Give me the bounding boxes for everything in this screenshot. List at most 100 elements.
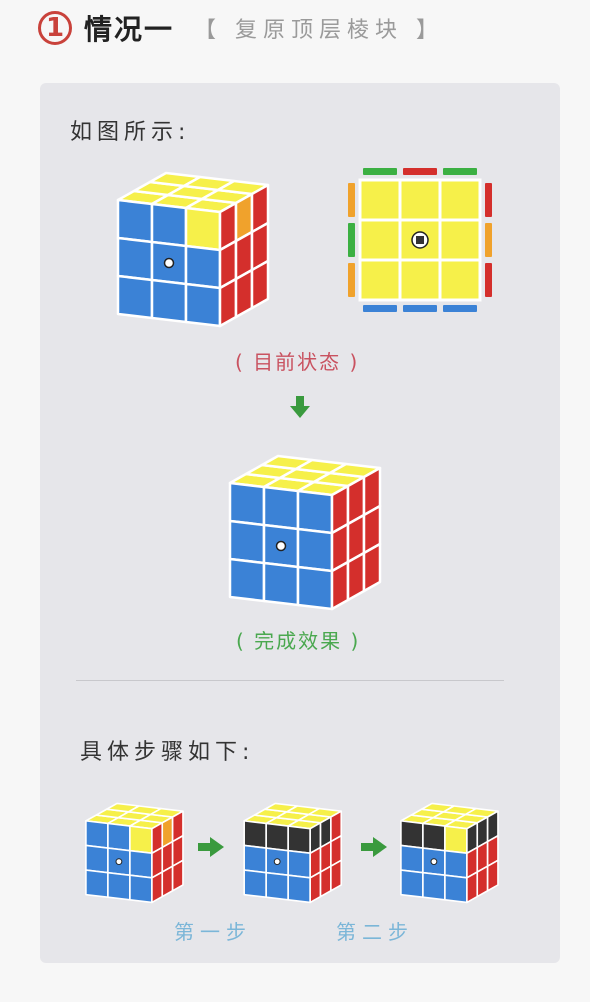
cube-right-sticker	[476, 865, 489, 898]
cube-front-sticker	[85, 869, 109, 899]
cube-front-sticker	[228, 481, 266, 527]
cube-right-sticker	[309, 871, 322, 904]
right-arrow-icon	[198, 837, 224, 857]
top-view-sticker	[358, 218, 402, 262]
cube-front-sticker	[184, 244, 222, 290]
current-state-label: ( 目前状态 )	[235, 350, 360, 374]
cube-front-sticker	[243, 844, 267, 874]
cube-front-sticker	[444, 825, 468, 855]
cube-front-sticker	[422, 871, 446, 901]
top-view-edge-sticker	[363, 168, 397, 175]
section-title: 情况一	[84, 13, 175, 46]
top-view-sticker	[398, 178, 442, 222]
current-state-cube-3d	[116, 171, 270, 328]
section-number-badge: 1	[38, 11, 72, 45]
top-view-edge-sticker	[348, 223, 355, 257]
cube-front-sticker	[184, 206, 222, 252]
cube-front-sticker	[129, 849, 153, 879]
top-view-edge-sticker	[485, 183, 492, 217]
cube-right-sticker	[171, 859, 184, 892]
center-logo-mark	[416, 236, 424, 244]
cube-front-sticker	[107, 871, 131, 901]
top-view-edge-sticker	[363, 305, 397, 312]
section-header: 1 情况一 【 复原顶层棱块 】	[38, 8, 444, 48]
cube-right-sticker	[486, 859, 499, 892]
cube-right-sticker	[250, 259, 270, 310]
cube-right-sticker	[330, 560, 350, 611]
cube-front-sticker	[287, 849, 311, 879]
top-view-sticker	[358, 258, 402, 302]
cube-front-sticker	[243, 820, 267, 849]
top-view-edge-sticker	[443, 305, 477, 312]
cube-front-sticker	[265, 822, 289, 852]
cube-front-sticker	[296, 527, 334, 573]
top-view-edge-sticker	[348, 263, 355, 297]
cube-front-sticker	[287, 825, 311, 855]
top-view-edge-sticker	[403, 305, 437, 312]
cube-front-sticker	[262, 485, 300, 531]
cube-front-sticker	[444, 874, 468, 904]
result-cube-3d	[228, 454, 382, 611]
step2-label: 第二步	[336, 920, 414, 944]
result-label: ( 完成效果 )	[236, 629, 361, 653]
cube-front-sticker	[150, 202, 188, 248]
cube-front-sticker	[400, 869, 424, 899]
center-logo-icon	[430, 858, 438, 866]
down-arrow-icon	[290, 396, 310, 418]
cube-front-sticker	[228, 519, 266, 565]
cube-front-sticker	[116, 274, 154, 320]
step1-label: 第一步	[174, 920, 252, 944]
cube-right-sticker	[346, 551, 366, 602]
cube-front-sticker	[296, 489, 334, 535]
divider	[76, 680, 504, 681]
top-view-sticker	[398, 258, 442, 302]
current-state-top-view	[348, 168, 492, 312]
cube-front-sticker	[422, 822, 446, 852]
top-view-sticker	[438, 218, 482, 262]
step1-cube	[243, 802, 343, 904]
top-view-edge-sticker	[348, 183, 355, 217]
center-logo-icon	[273, 858, 281, 866]
center-logo-icon	[163, 257, 175, 269]
cube-front-sticker	[296, 565, 334, 611]
top-view-sticker	[438, 258, 482, 302]
cube-front-sticker	[116, 236, 154, 282]
top-view-edge-sticker	[485, 263, 492, 297]
top-view-edge-sticker	[403, 168, 437, 175]
cube-front-sticker	[184, 282, 222, 328]
cube-front-sticker	[85, 820, 109, 849]
cube-right-sticker	[362, 542, 382, 593]
cube-front-sticker	[129, 825, 153, 855]
section-subtitle: 【 复原顶层棱块 】	[194, 18, 445, 43]
top-view-edge-sticker	[485, 223, 492, 257]
intro-label: 如图所示:	[70, 120, 191, 145]
cube-right-sticker	[466, 871, 479, 904]
right-arrow-icon	[361, 837, 387, 857]
center-logo-icon	[115, 858, 123, 866]
cube-front-sticker	[85, 844, 109, 874]
cube-front-sticker	[243, 869, 267, 899]
cube-front-sticker	[287, 874, 311, 904]
cube-front-sticker	[400, 844, 424, 874]
center-logo-icon	[275, 540, 287, 552]
cube-front-sticker	[116, 198, 154, 244]
cube-right-sticker	[151, 871, 164, 904]
cube-front-sticker	[107, 822, 131, 852]
top-view-sticker	[438, 178, 482, 222]
cube-front-sticker	[444, 849, 468, 879]
step-start-cube	[85, 802, 184, 904]
cube-right-sticker	[161, 865, 174, 898]
steps-label: 具体步骤如下:	[80, 740, 255, 765]
step2-cube	[400, 802, 499, 904]
top-view-sticker	[358, 178, 402, 222]
cube-front-sticker	[265, 871, 289, 901]
cube-right-sticker	[319, 865, 332, 898]
cube-front-sticker	[400, 820, 424, 849]
cube-right-sticker	[234, 268, 254, 319]
cube-front-sticker	[150, 278, 188, 324]
cube-front-sticker	[228, 557, 266, 603]
top-view-edge-sticker	[443, 168, 477, 175]
cube-front-sticker	[129, 874, 153, 904]
cube-right-sticker	[330, 859, 343, 892]
cube-front-sticker	[262, 561, 300, 607]
